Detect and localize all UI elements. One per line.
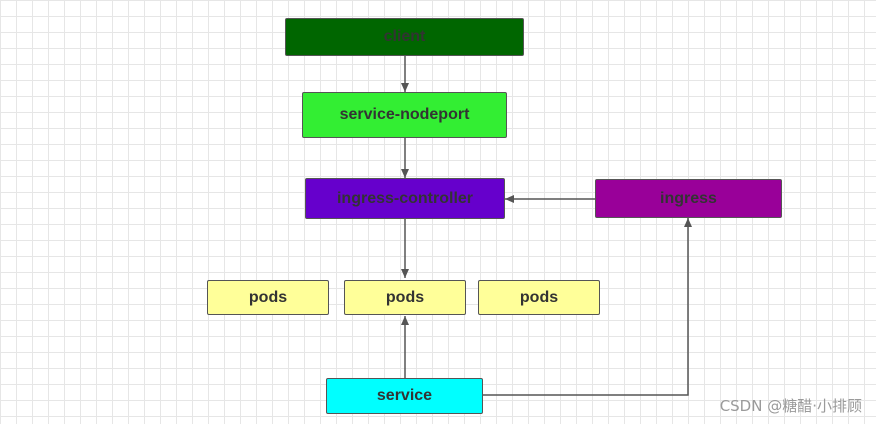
pods-center-node: pods xyxy=(344,280,466,315)
ingress-controller-node: ingress-controller xyxy=(305,178,505,219)
edge-service-to-ingress xyxy=(483,218,692,396)
pods-left-node: pods xyxy=(207,280,329,315)
watermark-text: CSDN @糖醋·小排顾 xyxy=(719,397,862,415)
service-node: service xyxy=(326,378,483,414)
ingress-node: ingress xyxy=(595,179,782,218)
client-node: client xyxy=(285,18,524,56)
service-nodeport-node: service-nodeport xyxy=(302,92,507,138)
pods-right-node: pods xyxy=(478,280,600,315)
